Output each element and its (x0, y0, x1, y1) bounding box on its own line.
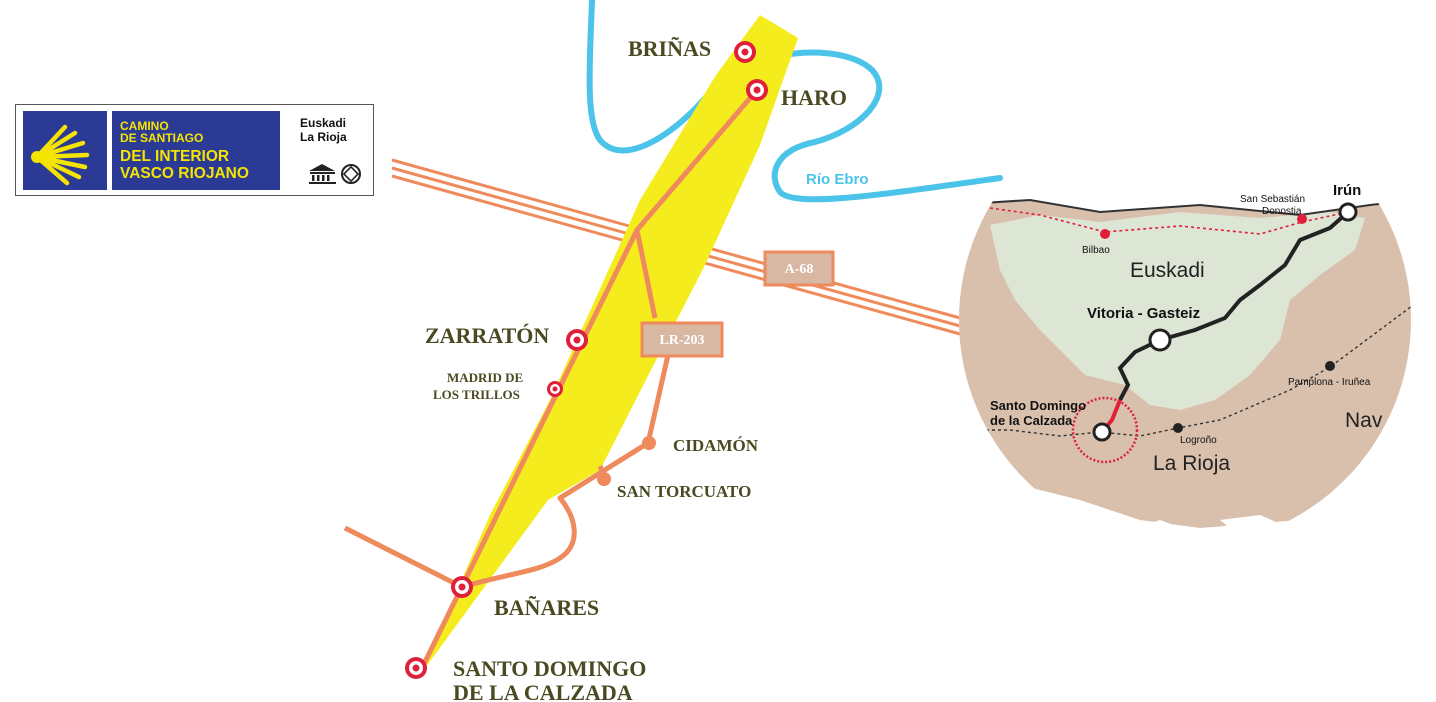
marker-banares (451, 576, 473, 598)
inset-euskadi-region (990, 212, 1365, 410)
a68-label: A-68 (785, 262, 814, 277)
town-label-santo-line1: SANTO DOMINGO (453, 656, 646, 681)
marker-cidamon (642, 436, 656, 450)
logo-line-4: VASCO RIOJANO (120, 165, 249, 182)
inset-label-vitoria: Vitoria - Gasteiz (1087, 305, 1200, 322)
inset-label-santo-1: Santo Domingo (990, 398, 1086, 413)
camino-title-box: CAMINO DE SANTIAGO DEL INTERIOR VASCO RI… (112, 111, 280, 190)
logo-region-la-rioja: La Rioja (300, 130, 347, 144)
inset-label-santo-2: de la Calzada (990, 413, 1073, 428)
world-heritage-icon (341, 164, 361, 184)
camino-logo-panel: CAMINO DE SANTIAGO DEL INTERIOR VASCO RI… (15, 104, 374, 196)
inset-label-pamplona: Pamplona - Iruñea (1288, 377, 1371, 388)
lr203-label-box: LR-203 (640, 321, 724, 358)
inset-label-euskadi: Euskadi (1130, 259, 1205, 282)
river-label: Río Ebro (806, 171, 869, 188)
town-label-san-torcuato: SAN TORCUATO (617, 482, 751, 501)
scallop-shell-icon (23, 111, 107, 190)
inset-label-la-rioja: La Rioja (1153, 452, 1230, 475)
town-label-brinas: BRIÑAS (628, 36, 711, 61)
inset-interior-route (1117, 210, 1350, 401)
inset-label-bilbao: Bilbao (1082, 245, 1110, 256)
town-label-santo-line2: DE LA CALZADA (453, 680, 633, 702)
inset-ebro-route (959, 299, 1411, 437)
town-label-banares: BAÑARES (494, 595, 599, 620)
inset-marker-irun (1338, 202, 1358, 222)
town-label-madrid-line1: MADRID DE (447, 370, 523, 385)
inset-marker-bilbao (1100, 229, 1110, 239)
marker-madrid-de-los-trillos (547, 381, 563, 397)
marker-zarraton (566, 329, 588, 351)
inset-highlight-ring (1071, 396, 1139, 464)
inset-label-san-sebastian-2: Donostia (1262, 206, 1302, 217)
marker-haro (746, 79, 768, 101)
inset-marker-logrono (1173, 423, 1183, 433)
inset-marker-pamplona (1325, 361, 1335, 371)
town-label-zarraton: ZARRATÓN (425, 323, 549, 348)
lr203-label: LR-203 (659, 333, 704, 348)
inset-marker-vitoria (1148, 328, 1172, 352)
inset-marker-san-sebastian (1297, 214, 1307, 224)
inset-locator-map: Euskadi La Rioja Nav Irún San Sebastián … (959, 94, 1411, 546)
inset-label-san-sebastian-1: San Sebastián (1240, 194, 1305, 205)
marker-brinas (734, 41, 756, 63)
logo-line-3: DEL INTERIOR (120, 148, 230, 165)
town-label-madrid-line2: LOS TRILLOS (433, 387, 520, 402)
ebro-river (586, 0, 1003, 203)
marker-san-torcuato (597, 472, 611, 486)
pilgrim-route-band (420, 15, 798, 675)
logo-line-1: CAMINO (120, 119, 169, 133)
town-markers (405, 41, 768, 679)
logo-line-2: DE SANTIAGO (120, 131, 204, 145)
inset-coastal-route (989, 207, 1349, 235)
inset-label-logrono: Logroño (1180, 435, 1217, 446)
town-label-haro: HARO (781, 85, 847, 110)
inset-label-navarra: Nav (1345, 409, 1383, 432)
a68-label-box: A-68 (763, 250, 835, 287)
marker-santo-domingo (405, 657, 427, 679)
logo-region-euskadi: Euskadi (300, 116, 347, 130)
town-label-cidamon: CIDAMÓN (673, 436, 759, 455)
unesco-icon (309, 164, 361, 184)
inset-marker-santo-domingo (1092, 422, 1112, 442)
inset-label-irun: Irún (1333, 182, 1361, 199)
